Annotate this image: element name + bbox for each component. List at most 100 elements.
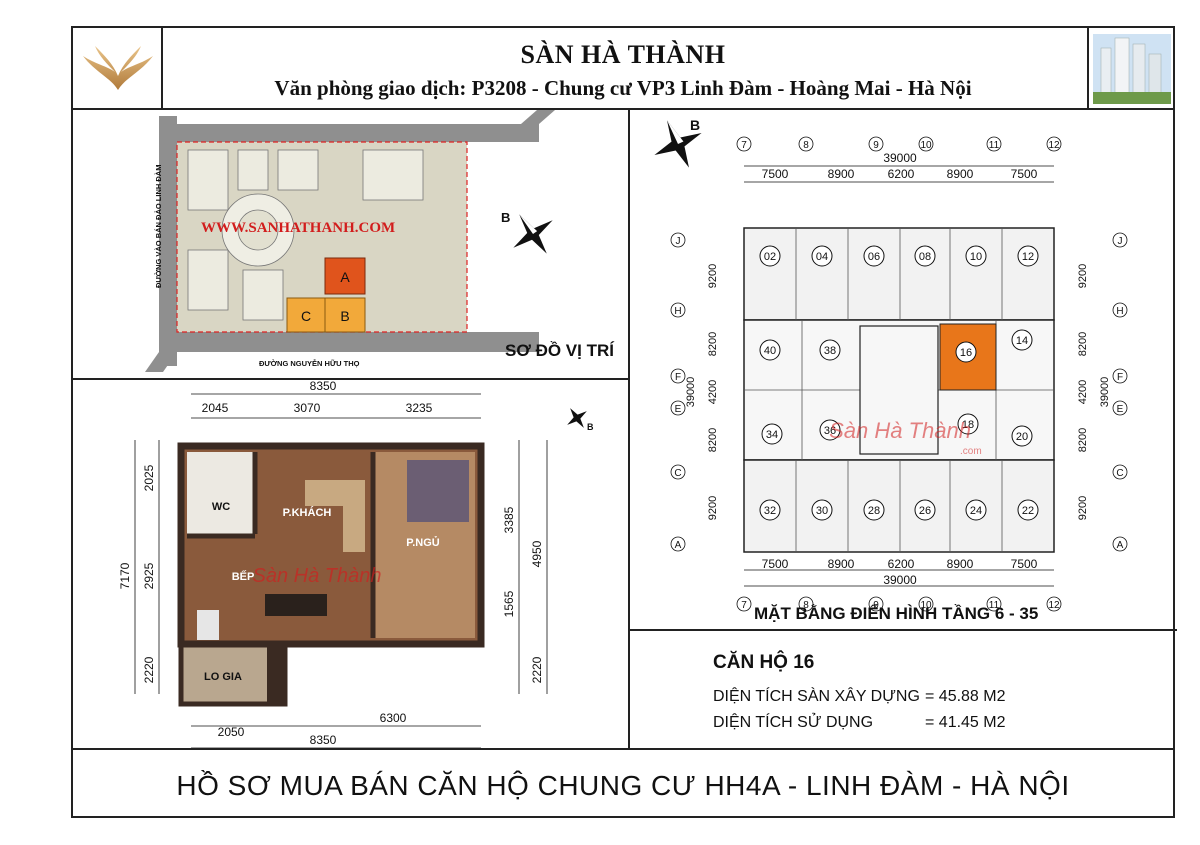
wings-logo-icon xyxy=(83,46,153,90)
site-road-left: ĐƯỜNG VÀO BÁN ĐẢO LINH ĐÀM xyxy=(154,165,163,288)
apt-right-dim-2: 1565 xyxy=(502,590,516,617)
right-dim-2: 8200 xyxy=(1077,332,1089,356)
apartment-drawing: 8350 2045 3070 3235 7170 2025 2925 2220 … xyxy=(118,380,594,748)
unit-30: 30 xyxy=(811,499,833,521)
svg-text:08: 08 xyxy=(919,251,931,263)
apt-left-dim-3: 2220 xyxy=(142,656,156,683)
top-axis-7: 7 xyxy=(741,140,747,151)
svg-text:10: 10 xyxy=(970,251,982,263)
unit-06: 06 xyxy=(863,245,885,267)
site-map-caption: SƠ ĐỒ VỊ TRÍ xyxy=(505,341,615,360)
right-total-dim: 39000 xyxy=(1099,377,1111,408)
top-axis-9: 9 xyxy=(873,140,879,151)
unit-20: 20 xyxy=(1011,425,1033,447)
svg-text:36: 36 xyxy=(824,425,836,437)
bottom-total-dim: 39000 xyxy=(883,573,917,587)
bottom-dim-1: 7500 xyxy=(762,557,789,571)
unit-26: 26 xyxy=(914,499,936,521)
svg-text:06: 06 xyxy=(868,251,880,263)
svg-text:14: 14 xyxy=(1016,335,1028,347)
top-axis-10: 10 xyxy=(920,140,932,151)
top-total-dim: 39000 xyxy=(883,151,917,165)
left-dim-3: 4200 xyxy=(707,380,719,404)
bottom-axis-11: 11 xyxy=(989,600,1000,611)
bottom-dim-3: 6200 xyxy=(888,557,915,571)
net-area-value: = 41.45 M2 xyxy=(925,714,1006,731)
bottom-axis-10: 10 xyxy=(920,600,932,611)
right-axis-a: A xyxy=(1117,540,1124,551)
apt-left-dim-2: 2925 xyxy=(142,562,156,589)
site-block-c: C xyxy=(301,308,311,324)
top-axis-8: 8 xyxy=(803,140,809,151)
footer-title: HỒ SƠ MUA BÁN CĂN HỘ CHUNG CƯ HH4A - LIN… xyxy=(176,770,1070,801)
company-title: SÀN HÀ THÀNH xyxy=(520,40,726,69)
top-dim-3: 6200 xyxy=(888,167,915,181)
logo-divider-right xyxy=(1087,28,1089,108)
floor-plan-caption: MẶT BẰNG ĐIỂN HÌNH TẦNG 6 - 35 xyxy=(754,604,1039,623)
floor-watermark: Sàn Hà Thành xyxy=(829,418,971,443)
unit-18: 18 xyxy=(957,413,979,435)
info-divider xyxy=(629,629,1177,631)
room-wc: WC xyxy=(212,501,230,513)
site-website: WWW.SANHATHANH.COM xyxy=(201,220,395,236)
right-dim-4: 8200 xyxy=(1077,428,1089,452)
svg-text:28: 28 xyxy=(868,505,880,517)
svg-text:20: 20 xyxy=(1016,431,1028,443)
svg-text:38: 38 xyxy=(824,345,836,357)
apt-compass-label: B xyxy=(587,422,594,432)
svg-text:34: 34 xyxy=(766,429,778,441)
right-axis-f: F xyxy=(1117,372,1123,383)
top-axis-11: 11 xyxy=(989,140,1000,151)
room-loggia: LO GIA xyxy=(204,671,242,683)
panel-divider-vertical xyxy=(628,108,630,748)
svg-text:04: 04 xyxy=(816,251,828,263)
unit-34: 34 xyxy=(761,423,783,445)
svg-text:16: 16 xyxy=(960,347,972,359)
building-photo xyxy=(1093,34,1171,104)
gross-area-value: = 45.88 M2 xyxy=(925,688,1006,705)
unit-08: 08 xyxy=(914,245,936,267)
apt-left-total: 7170 xyxy=(118,562,132,589)
top-axis-12: 12 xyxy=(1048,140,1060,151)
right-dim-3: 4200 xyxy=(1077,380,1089,404)
right-dim-1: 9200 xyxy=(1077,264,1089,288)
top-dim-5: 7500 xyxy=(1011,167,1038,181)
left-dim-5: 9200 xyxy=(707,496,719,520)
unit-22: 22 xyxy=(1017,499,1039,521)
left-axis-f: F xyxy=(675,372,681,383)
site-block-a: A xyxy=(340,269,350,285)
room-living: P.KHÁCH xyxy=(283,506,332,519)
bottom-dim-2: 8900 xyxy=(828,557,855,571)
apt-watermark: Sàn Hà Thành xyxy=(253,565,382,587)
top-dim-4: 8900 xyxy=(947,167,974,181)
bottom-axis-12: 12 xyxy=(1048,600,1060,611)
net-area-label: DIỆN TÍCH SỬ DỤNG xyxy=(713,714,874,731)
unit-32: 32 xyxy=(759,499,781,521)
right-axis-j: J xyxy=(1118,236,1123,247)
top-dim-1: 7500 xyxy=(762,167,789,181)
svg-text:22: 22 xyxy=(1022,505,1034,517)
site-block-b: B xyxy=(340,308,349,324)
apt-left-dim-1: 2025 xyxy=(142,464,156,491)
right-dim-5: 9200 xyxy=(1077,496,1089,520)
unit-10: 10 xyxy=(965,245,987,267)
bottom-dim-5: 7500 xyxy=(1011,557,1038,571)
apt-top-dim-2: 3070 xyxy=(294,401,321,415)
unit-40: 40 xyxy=(759,339,781,361)
gross-area-label: DIỆN TÍCH SÀN XÂY DỰNG xyxy=(713,688,920,705)
footer-divider xyxy=(73,748,1173,750)
unit-14: 14 xyxy=(1011,329,1033,351)
apt-top-dim-1: 2045 xyxy=(202,401,229,415)
unit-36: 36 xyxy=(819,419,841,441)
svg-text:12: 12 xyxy=(1022,251,1034,263)
site-map-drawing: A C B WWW.SANHATHANH.COM ĐƯỜNG VÀO BÁN Đ… xyxy=(145,110,615,372)
unit-04: 04 xyxy=(811,245,833,267)
bottom-dim-4: 8900 xyxy=(947,557,974,571)
unit-02: 02 xyxy=(759,245,781,267)
office-address: Văn phòng giao dịch: P3208 - Chung cư VP… xyxy=(274,76,972,100)
apt-bottom-total: 8350 xyxy=(310,733,337,747)
unit-24: 24 xyxy=(965,499,987,521)
room-bedroom: P.NGỦ xyxy=(406,536,439,549)
unit-name: CĂN HỘ 16 xyxy=(713,652,815,673)
apt-bottom-dim-2: 6300 xyxy=(380,711,407,725)
